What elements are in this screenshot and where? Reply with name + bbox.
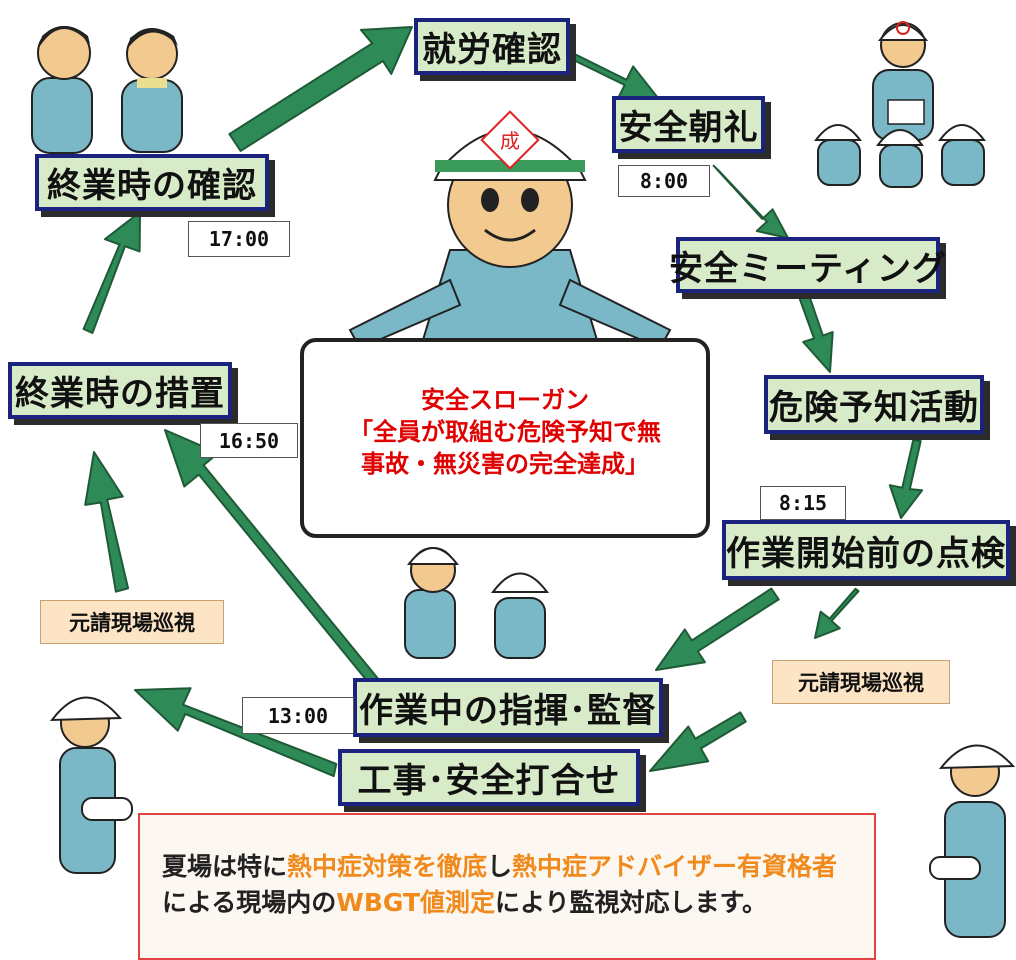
arrow-tenken-to-shiki: [655, 587, 780, 671]
helmet-mark: 成: [500, 129, 520, 153]
slogan-line-2: 「全員が取組む危険予知で無: [349, 418, 661, 446]
step-safety-morning-assembly: 安全朝礼: [612, 96, 765, 153]
slogan-line-3: 事故・無災害の完全達成」: [361, 450, 649, 478]
arrow-patrol-to-sochi: [84, 451, 130, 593]
notice-highlight-heatstroke-measures: 熱中症対策を徹底: [287, 852, 488, 881]
step-work-supervision: 作業中の指揮･監督: [353, 678, 663, 737]
time-label-1650: 16:50: [200, 423, 298, 458]
step-hazard-prediction: 危険予知活動: [764, 375, 984, 434]
notice-text-2: し: [487, 852, 513, 881]
worker-pair-top-left-illustration: [31, 26, 183, 154]
arrow-patrol-to-uchiawase: [649, 711, 747, 772]
arrow-shuro-to-chorei: [570, 52, 659, 100]
step-construction-safety-meeting: 工事･安全打合せ: [338, 749, 640, 806]
workers-listening-top-right-illustration: [814, 21, 986, 188]
arrow-chorei-to-meeting: [712, 164, 789, 239]
contractor-site-patrol-left: 元請現場巡視: [40, 600, 224, 644]
arrow-shiki-to-sochi-long: [164, 429, 382, 692]
safety-slogan: 安全スローガン 「全員が取組む危険予知で無 事故・無災害の完全達成」: [300, 384, 710, 480]
notice-highlight-heatstroke-advisor: 熱中症アドバイザー有資格者: [512, 852, 838, 881]
arrow-meeting-to-kiken: [798, 293, 834, 373]
notice-text-1: 夏場は特に: [162, 852, 288, 881]
notice-text-4: により監視対応します。: [495, 888, 768, 917]
arrow-sochi-to-kakunin: [82, 211, 141, 334]
step-work-attendance-check: 就労確認: [414, 18, 570, 75]
mascot-worker-illustration: 成: [348, 110, 672, 350]
patrol-worker-left-illustration: [49, 696, 133, 874]
step-safety-meeting: 安全ミーティング: [669, 237, 946, 293]
time-label-0815: 8:15: [760, 486, 846, 520]
notice-text-3: による現場内の: [162, 888, 337, 917]
arrow-uchiawase-to-patrol: [134, 687, 338, 778]
notice-highlight-wbgt: WBGT値測定: [336, 888, 496, 917]
slogan-board: [300, 338, 710, 538]
arrow-kakunin-to-shuro: [228, 26, 413, 152]
heatstroke-notice: 夏場は特に熱中症対策を徹底し熱中症アドバイザー有資格者による現場内のWBGT値測…: [138, 813, 876, 960]
step-pre-work-inspection: 作業開始前の点検: [722, 520, 1010, 580]
time-label-1700: 17:00: [188, 221, 290, 257]
patrol-worker-right-illustration: [929, 744, 1016, 938]
two-workers-talking-illustration: [404, 547, 549, 659]
step-end-of-work-check: 終業時の確認: [35, 154, 269, 211]
contractor-site-patrol-right: 元請現場巡視: [772, 660, 950, 704]
step-end-of-work-measures: 終業時の措置: [8, 362, 232, 419]
arrow-kiken-to-tenken: [888, 438, 924, 519]
arrow-tenken-to-patrol: [814, 587, 860, 639]
slogan-title: 安全スローガン: [421, 386, 589, 414]
time-label-0800: 8:00: [618, 165, 710, 197]
time-label-1300: 13:00: [242, 697, 354, 734]
